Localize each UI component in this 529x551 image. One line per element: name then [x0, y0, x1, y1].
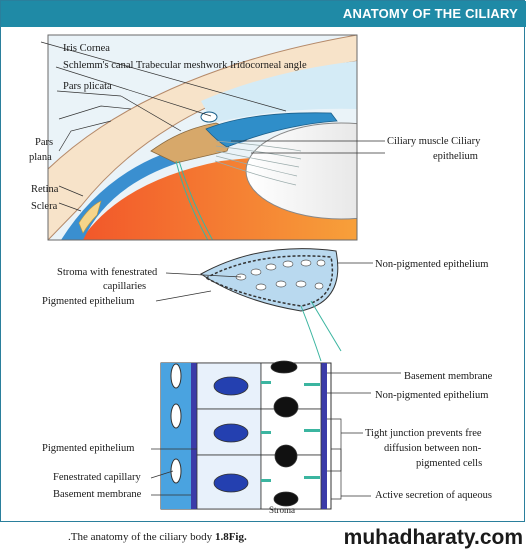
label-nonpigmented-epithelium-1: Non-pigmented epithelium	[375, 259, 489, 270]
label-basement-membrane-left: Basement membrane	[53, 489, 142, 500]
label-tight-junction-2: diffusion between non-	[384, 443, 482, 454]
label-tight-junction-1: Tight junction prevents free	[365, 428, 482, 439]
label-basement-membrane-right: Basement membrane	[404, 371, 493, 382]
tight-junctions	[261, 381, 320, 482]
ciliary-process-section	[200, 248, 342, 362]
caption-fig: 1.8Fig.	[214, 531, 247, 543]
header-bar: ANATOMY OF THE CILIARY	[1, 1, 526, 27]
label-schlemms-canal: Schlemm's canal Trabecular meshwork Irid…	[63, 60, 307, 71]
label-pars-plicata: Pars plicata	[63, 81, 112, 92]
label-pigmented-epithelium-2: Pigmented epithelium	[42, 443, 135, 454]
cornea	[201, 61, 357, 123]
process-cells	[235, 259, 326, 291]
label-ciliary-muscle: Ciliary muscle Ciliary	[387, 136, 481, 147]
label-active-secretion: Active secretion of aqueous	[375, 490, 492, 501]
figure-caption: .The anatomy of the ciliary body 1.8Fig.	[68, 531, 247, 543]
label-stroma-bottom: Stroma	[269, 505, 295, 515]
caption-text: .The anatomy of the ciliary body	[68, 531, 213, 543]
leader-lines-middle	[155, 262, 373, 302]
iris	[205, 112, 338, 148]
label-ciliary-epithelium: epithelium	[433, 151, 478, 162]
label-pigmented-epithelium-1: Pigmented epithelium	[42, 296, 135, 307]
label-pars-plana-1: Pars	[35, 137, 54, 148]
cell-layer-diagram	[160, 360, 332, 510]
label-pars-plana-2: plana	[29, 152, 52, 163]
leader-lines-top	[40, 41, 385, 212]
figure-frame: ANATOMY OF THE CILIARY	[0, 0, 526, 522]
label-fenestrated-capillary: Fenestrated capillary	[53, 472, 141, 483]
label-stroma-2: capillaries	[103, 281, 147, 292]
label-retina: Retina	[31, 184, 59, 195]
ciliary-body-diagram	[40, 34, 401, 510]
label-iris-cornea: Iris Cornea	[63, 43, 110, 54]
label-stroma-1: Stroma with fenestrated	[57, 267, 158, 278]
schlemms-canal	[200, 111, 218, 123]
leader-lines-bottom	[150, 372, 401, 500]
page-title: ANATOMY OF THE CILIARY	[342, 6, 518, 21]
brand-watermark: muhadharaty.com	[343, 526, 523, 549]
pigmented-cells	[196, 362, 262, 510]
retina-detail	[78, 200, 102, 234]
label-nonpigmented-epithelium-2: Non-pigmented epithelium	[375, 390, 489, 401]
basement-membrane-left	[191, 363, 197, 509]
basement-membrane-right	[321, 363, 327, 509]
label-sclera: Sclera	[31, 201, 58, 212]
label-tight-junction-3: pigmented cells	[416, 458, 483, 469]
eye-cross-section	[48, 35, 357, 240]
